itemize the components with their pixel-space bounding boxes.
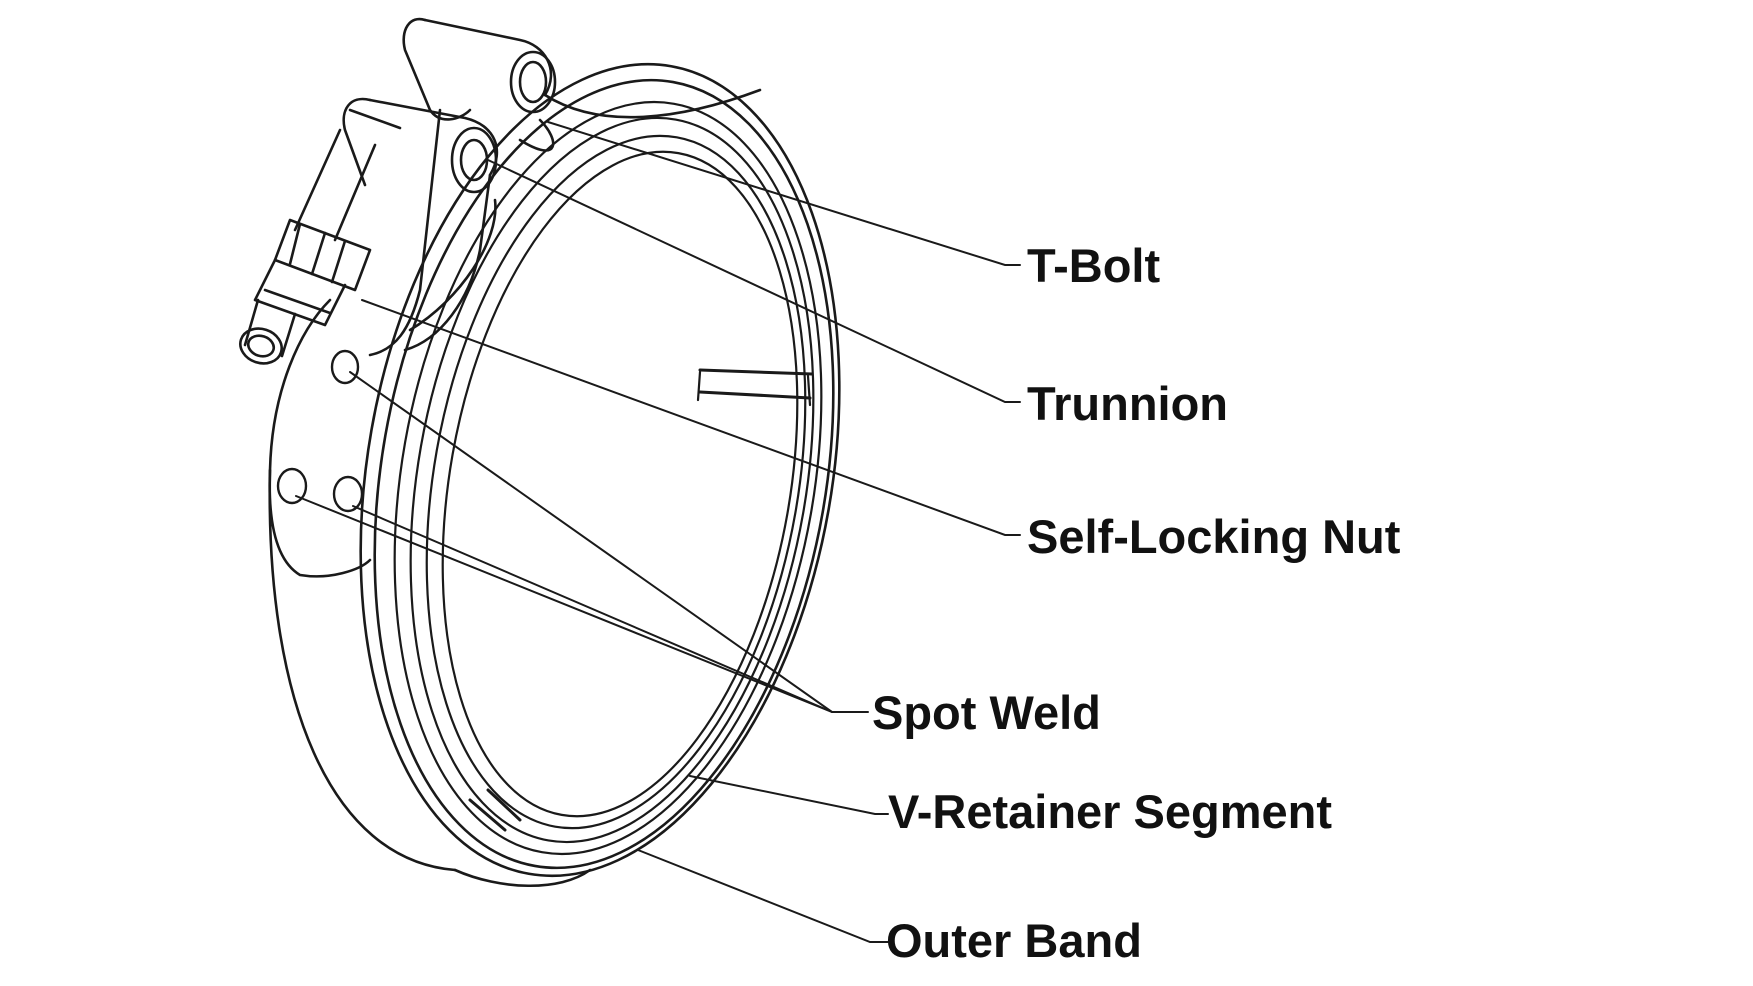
self-locking-nut	[239, 218, 372, 365]
leader-line-t-bolt	[547, 121, 1021, 266]
clamp-drawing	[239, 17, 841, 888]
leader-line-spot-weld-c	[352, 505, 833, 713]
leader-line-v-retainer-segment	[689, 775, 889, 815]
leader-line-outer-band	[637, 849, 889, 943]
label-spot-weld: Spot Weld	[872, 686, 1101, 739]
label-self-locking-nut: Self-Locking Nut	[1027, 510, 1401, 563]
v-retainer-segment	[393, 100, 823, 856]
label-v-retainer-segment: V-Retainer Segment	[888, 785, 1332, 838]
label-t-bolt: T-Bolt	[1027, 239, 1160, 292]
t-bolt	[293, 108, 402, 242]
leader-line-spot-weld-b	[295, 495, 833, 713]
label-trunnion: Trunnion	[1027, 377, 1228, 430]
label-outer-band: Outer Band	[886, 914, 1142, 967]
leader-line-self-locking-nut	[361, 299, 1021, 536]
callout-labels: T-Bolt Trunnion Self-Locking Nut Spot We…	[872, 239, 1401, 967]
spot-weld	[276, 349, 364, 513]
leader-lines	[295, 121, 1021, 943]
outer-band	[268, 62, 841, 888]
leader-line-trunnion	[487, 159, 1021, 403]
